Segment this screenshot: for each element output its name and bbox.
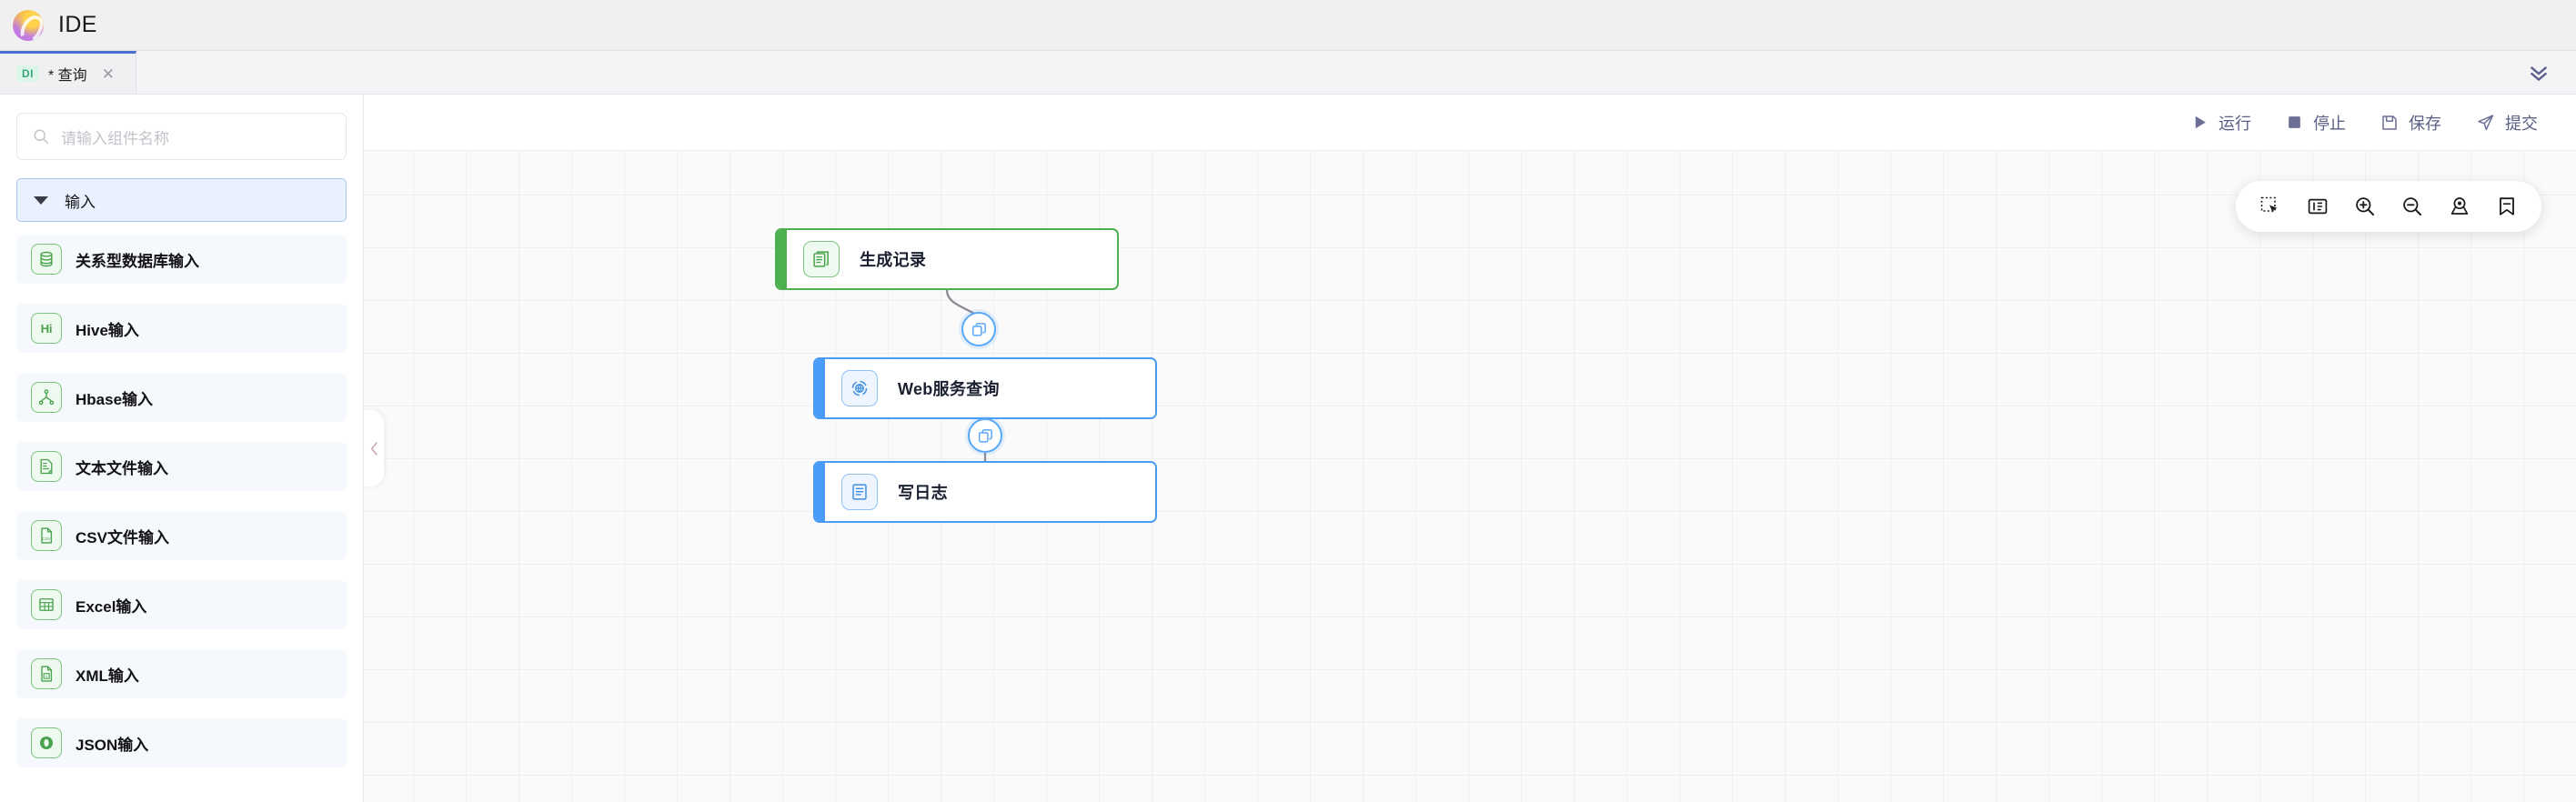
- stop-button-label: 停止: [2313, 114, 2346, 133]
- component-item-label: JSON输入: [75, 736, 149, 754]
- flow-node-label: 生成记录: [860, 251, 927, 269]
- hbase-icon: [31, 382, 62, 413]
- selection-marquee-icon[interactable]: [2247, 183, 2294, 230]
- component-item-hive-input[interactable]: Hi Hive输入: [16, 304, 347, 353]
- run-button[interactable]: 运行: [2191, 111, 2251, 135]
- write-log-icon: [841, 474, 878, 510]
- node-accent-bar: [815, 359, 825, 417]
- component-list: 关系型数据库输入 Hi Hive输入 Hbase输入: [16, 235, 347, 767]
- component-item-label: Excel输入: [75, 597, 147, 616]
- flow-diagram: 生成记录 Web服务查询: [364, 151, 2576, 802]
- component-item-label: Hive输入: [75, 321, 139, 339]
- canvas-tool-palette: [2236, 181, 2541, 232]
- tab-query[interactable]: DI * 查询 ✕: [0, 51, 136, 94]
- stop-square-icon: [2289, 116, 2300, 128]
- chevron-left-icon: [370, 441, 377, 456]
- canvas-grid[interactable]: [364, 151, 2576, 802]
- flow-node-label: 写日志: [898, 484, 948, 502]
- app-logo-swirl-icon: [13, 9, 44, 41]
- play-icon: [2195, 115, 2206, 129]
- generate-records-icon: [803, 241, 840, 277]
- bookmark-icon[interactable]: [2483, 183, 2531, 230]
- submit-button-label: 提交: [2505, 114, 2538, 133]
- close-icon[interactable]: ✕: [101, 65, 115, 83]
- flow-node-label: Web服务查询: [898, 380, 1000, 398]
- search-placeholder: 请输入组件名称: [61, 129, 169, 147]
- action-toolbar: 运行 停止 保存 提交: [364, 95, 2576, 151]
- run-button-label: 运行: [2219, 114, 2251, 133]
- database-icon: [31, 244, 62, 275]
- edge-badge-copy-rows-2[interactable]: [968, 418, 1002, 453]
- component-item-label: 关系型数据库输入: [75, 252, 199, 270]
- main-body: 请输入组件名称 输入 关系型数据库输入 Hi Hive输入: [0, 95, 2576, 802]
- svg-text:CSV: CSV: [42, 536, 50, 541]
- tab-type-badge: DI: [16, 65, 39, 82]
- flow-edges: [945, 289, 994, 479]
- component-item-excel-input[interactable]: Excel输入: [16, 580, 347, 629]
- xml-file-icon: x: [31, 658, 62, 689]
- component-item-text-file-input[interactable]: 文本文件输入: [16, 442, 347, 491]
- tab-label: * 查询: [48, 68, 87, 84]
- node-accent-bar: [777, 230, 787, 288]
- sidebar-group-label: 输入: [65, 193, 96, 211]
- copy-rows-icon: [971, 322, 986, 336]
- app-title: IDE: [58, 12, 97, 37]
- tab-bar-actions: [2527, 51, 2576, 94]
- paper-plane-icon: [2478, 115, 2494, 131]
- search-icon: [34, 129, 49, 145]
- sidebar-group-input[interactable]: 输入: [16, 178, 347, 222]
- component-sidebar: 请输入组件名称 输入 关系型数据库输入 Hi Hive输入: [0, 95, 364, 802]
- zoom-out-icon[interactable]: [2389, 183, 2436, 230]
- flow-node-generate-records[interactable]: 生成记录: [775, 228, 1119, 290]
- flow-canvas-area: 运行 停止 保存 提交: [364, 95, 2576, 802]
- submit-button[interactable]: 提交: [2476, 111, 2538, 135]
- title-bar: IDE: [0, 0, 2576, 51]
- tab-bar: DI * 查询 ✕: [0, 51, 2576, 95]
- component-item-hbase-input[interactable]: Hbase输入: [16, 373, 347, 422]
- search-input[interactable]: 请输入组件名称: [16, 113, 347, 160]
- component-item-relational-db-input[interactable]: 关系型数据库输入: [16, 235, 347, 284]
- flow-node-web-service-query[interactable]: Web服务查询: [813, 357, 1157, 419]
- save-button[interactable]: 保存: [2380, 111, 2441, 135]
- edge-badge-copy-rows-1[interactable]: [961, 312, 996, 346]
- floppy-save-icon: [2382, 115, 2397, 130]
- text-file-icon: [31, 451, 62, 482]
- component-item-label: CSV文件输入: [75, 528, 169, 546]
- component-item-label: XML输入: [75, 667, 139, 685]
- sidebar-collapse-handle[interactable]: [364, 410, 384, 486]
- component-item-label: 文本文件输入: [75, 459, 168, 477]
- save-button-label: 保存: [2409, 114, 2441, 133]
- hive-icon: Hi: [31, 313, 62, 344]
- component-item-xml-input[interactable]: x XML输入: [16, 649, 347, 698]
- stop-button[interactable]: 停止: [2286, 111, 2346, 135]
- zoom-in-icon[interactable]: [2341, 183, 2389, 230]
- csv-file-icon: CSV: [31, 520, 62, 551]
- web-service-icon: [841, 370, 878, 406]
- excel-table-icon: [31, 589, 62, 620]
- fit-ratio-icon[interactable]: [2294, 183, 2341, 230]
- double-chevron-down-icon[interactable]: [2527, 61, 2551, 85]
- copy-rows-icon: [978, 428, 992, 443]
- flow-node-write-log[interactable]: 写日志: [813, 461, 1157, 523]
- component-item-csv-file-input[interactable]: CSV CSV文件输入: [16, 511, 347, 560]
- svg-text:x: x: [45, 674, 48, 678]
- component-item-json-input[interactable]: JSON输入: [16, 718, 347, 767]
- node-accent-bar: [815, 463, 825, 521]
- caret-down-icon: [34, 195, 48, 205]
- json-icon: [31, 727, 62, 758]
- component-item-label: Hbase输入: [75, 390, 154, 408]
- locate-pin-icon[interactable]: [2436, 183, 2483, 230]
